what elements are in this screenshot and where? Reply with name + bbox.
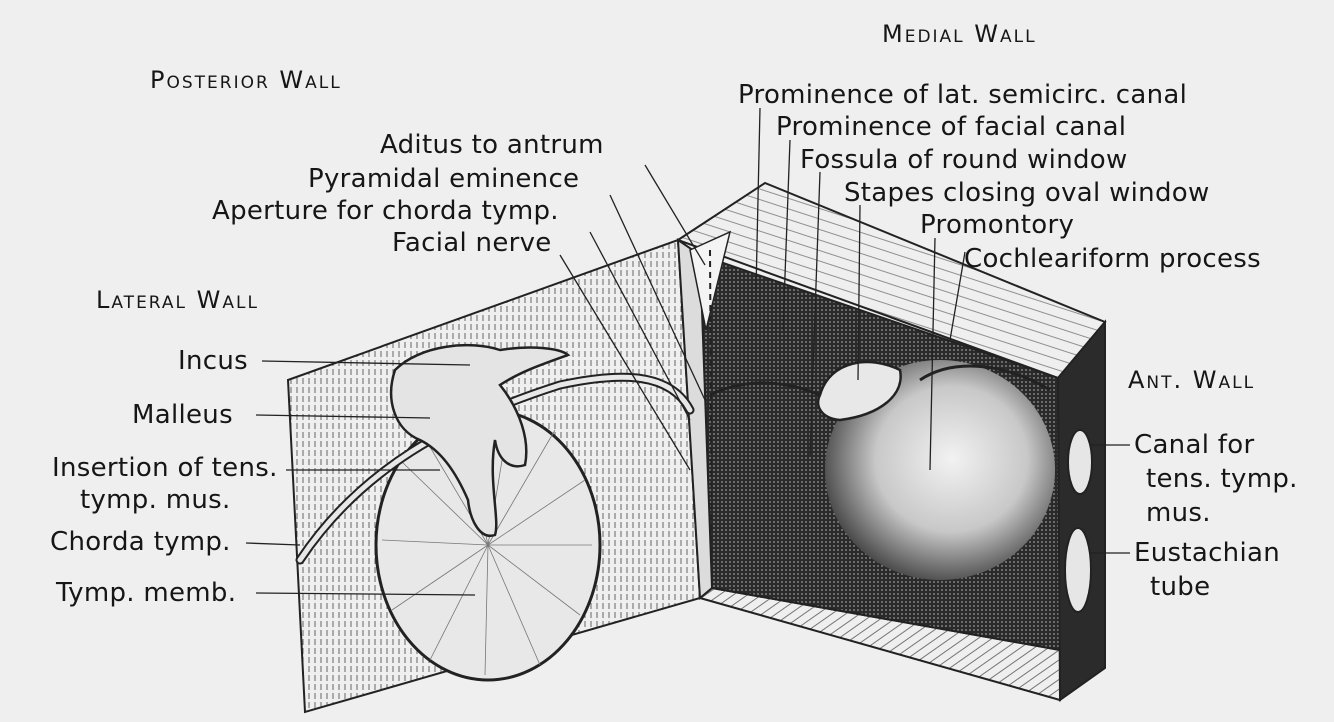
label-malleus: Malleus [132,400,233,430]
lateral-wall-heading: Lateral Wall [96,286,259,314]
label-cochleariform: Cochleariform process [964,244,1261,274]
label-facial-nerve: Facial nerve [392,228,552,258]
label-pyramidal: Pyramidal eminence [308,164,579,194]
label-canal-3: mus. [1146,498,1211,528]
label-tymp-memb: Tymp. memb. [56,578,236,608]
label-aperture: Aperture for chorda tymp. [212,196,559,226]
label-fossula: Fossula of round window [800,145,1128,175]
label-aditus: Aditus to antrum [380,130,604,160]
label-canal-1: Canal for [1134,430,1254,460]
label-prom-facial: Prominence of facial canal [776,112,1126,142]
label-incus: Incus [178,346,248,376]
label-insertion-1: Insertion of tens. [52,453,278,483]
label-canal-2: tens. tymp. [1146,464,1298,494]
anterior-wall-panel [1058,322,1105,700]
label-stapes: Stapes closing oval window [844,178,1210,208]
posterior-wall-heading: Posterior Wall [150,66,342,94]
medial-wall-heading: Medial Wall [882,20,1037,48]
label-chorda: Chorda tymp. [50,527,231,557]
label-eustachian-1: Eustachian [1134,538,1280,568]
eustachian-opening [1065,528,1091,612]
label-eustachian-2: tube [1150,572,1210,602]
label-prom-semicirc: Prominence of lat. semicirc. canal [738,80,1187,110]
label-promontory: Promontory [920,210,1074,240]
label-insertion-2: tymp. mus. [80,485,231,515]
canal-opening [1068,430,1092,494]
anterior-wall-heading: Ant. Wall [1128,366,1255,394]
